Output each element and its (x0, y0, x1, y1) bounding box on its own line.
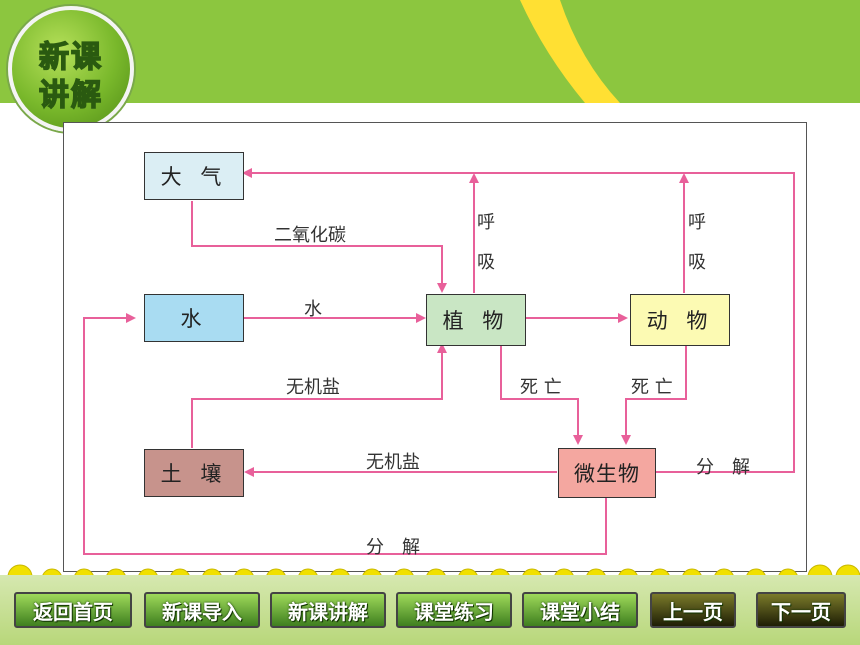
nav-practice-button[interactable]: 课堂练习 (396, 592, 512, 628)
arrow-animal-death (621, 345, 687, 445)
label-co2: 二氧化碳 (274, 225, 346, 246)
node-plant: 植 物 (426, 294, 526, 346)
badge-line-2: 讲解 (38, 77, 103, 114)
label-respiration-plant-2: 吸 (477, 252, 495, 273)
nav-intro-button[interactable]: 新课导入 (144, 592, 260, 628)
arrow-decompose-water (83, 313, 607, 555)
label-respiration-plant-1: 呼 (477, 212, 495, 233)
header-swoosh (520, 0, 620, 103)
node-animal: 动 物 (630, 294, 730, 346)
badge-line-1: 新课 (38, 39, 103, 76)
nav-summary-button[interactable]: 课堂小结 (522, 592, 638, 628)
label-respiration-animal: 呼 吸 (688, 203, 708, 283)
node-water: 水 (144, 294, 244, 342)
arrow-minerals-plant (191, 343, 447, 448)
label-decompose-right: 分 解 (696, 457, 750, 478)
arrow-decompose-atmosphere (242, 168, 795, 473)
label-minerals-soil: 无机盐 (366, 452, 420, 473)
label-respiration-animal-1: 呼 (688, 212, 706, 233)
header-band (0, 0, 860, 103)
nav-lecture-button[interactable]: 新课讲解 (270, 592, 386, 628)
arrow-co2 (191, 201, 447, 293)
section-badge: 新课 讲解 (8, 6, 134, 132)
header-divider (0, 103, 860, 109)
node-soil: 土 壤 (144, 449, 244, 497)
nav-home-button[interactable]: 返回首页 (14, 592, 132, 628)
diagram-frame: 大 气 水 植 物 动 物 土 壤 微生物 二氧化碳 水 呼 吸 呼 吸 无机盐… (63, 122, 807, 572)
diagram-arrows (83, 168, 795, 555)
nav-prev-button[interactable]: 上一页 (650, 592, 736, 628)
label-decompose-bottom: 分 解 (366, 537, 420, 558)
label-minerals-plant: 无机盐 (286, 377, 340, 398)
arrow-plant-death (500, 345, 583, 445)
node-microbe: 微生物 (558, 448, 656, 498)
label-respiration-plant: 呼 吸 (477, 203, 497, 283)
label-respiration-animal-2: 吸 (688, 252, 706, 273)
nav-next-button[interactable]: 下一页 (756, 592, 846, 628)
label-death-animal: 死 亡 (631, 377, 673, 398)
label-water-flow: 水 (304, 299, 322, 320)
label-death-plant: 死 亡 (520, 377, 562, 398)
node-atmosphere: 大 气 (144, 152, 244, 200)
